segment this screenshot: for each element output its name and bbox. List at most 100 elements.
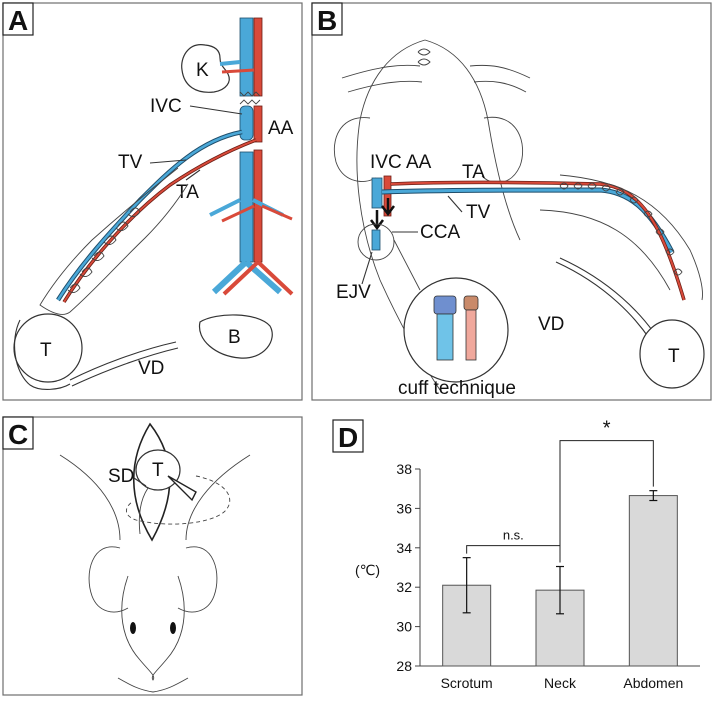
- y-tick-label: 32: [396, 579, 412, 595]
- renal-vein: [219, 60, 241, 66]
- ivc-stub: [239, 105, 254, 141]
- mouse-head-right: [424, 39, 521, 241]
- label-tv-b: TV: [466, 202, 491, 223]
- fat-pad: [39, 167, 189, 315]
- eye-right-c: [170, 622, 176, 634]
- ivc-leader: [189, 105, 243, 115]
- cuff-vein: [433, 295, 457, 315]
- nose: [417, 48, 431, 66]
- significance-bracket: [559, 440, 654, 563]
- upper-vein: [239, 17, 254, 97]
- aa-b: [383, 175, 392, 217]
- label-aa: AA: [268, 118, 294, 139]
- ivc-b: [371, 177, 383, 209]
- label-ta: TA: [176, 182, 199, 203]
- panel-c: C T SD: [2, 416, 303, 696]
- tv-b-leader: [447, 195, 463, 213]
- panel-d-badge: D: [338, 422, 358, 453]
- eye-left-c: [130, 622, 136, 634]
- fat-pad-b: [539, 174, 703, 301]
- label-ivc-b: IVC: [370, 152, 402, 173]
- label-t-b: T: [668, 346, 680, 367]
- ear-left-b: [333, 117, 377, 182]
- label-b: B: [228, 327, 241, 348]
- ta-b-fill: [390, 181, 685, 301]
- label-t-c: T: [152, 460, 164, 481]
- label-vd-a: VD: [138, 358, 164, 379]
- neck-circle: [357, 223, 395, 261]
- category-label: Neck: [544, 675, 577, 691]
- label-tv: TV: [118, 152, 143, 173]
- vas-deferens-a: [69, 341, 179, 387]
- label-aa-b: AA: [406, 152, 432, 173]
- ligature-mid: [239, 99, 261, 105]
- ejv-stub: [371, 229, 381, 251]
- arrow-c: [167, 475, 197, 502]
- cord-c: [138, 487, 149, 535]
- category-label: Abdomen: [623, 675, 683, 691]
- testis-c: [135, 449, 181, 491]
- cuff-artery-body: [465, 309, 477, 361]
- mouse-body-c: [59, 454, 251, 541]
- bar: [442, 584, 492, 667]
- panel-c-badge: C: [8, 419, 28, 450]
- significance-label: n.s.: [503, 528, 524, 543]
- ejv-leader: [361, 251, 373, 285]
- side-branch-artery: [221, 204, 293, 223]
- whiskers-c: [117, 677, 189, 693]
- ligature-upper: [239, 91, 261, 97]
- cuff-artery: [463, 295, 479, 311]
- label-ivc: IVC: [150, 96, 182, 117]
- ear-right-c: [177, 546, 218, 613]
- label-cca: CCA: [420, 222, 460, 243]
- tv-leader: [149, 159, 187, 164]
- panel-d-badge-box: [332, 419, 364, 453]
- panel-b: B IVC AA TA TV CCA EJV: [311, 2, 712, 401]
- arrow-aa: [381, 198, 395, 217]
- testicular-vein-fill: [56, 130, 243, 301]
- iliac-artery: [222, 260, 294, 296]
- zoom-leader: [393, 239, 421, 291]
- significance-label: *: [603, 418, 611, 440]
- testis-b: [639, 319, 705, 389]
- y-tick-label: 38: [396, 461, 412, 477]
- aa-stub: [253, 105, 263, 143]
- panel-b-badge-box: [311, 2, 343, 36]
- label-vd-b: VD: [538, 314, 564, 335]
- pampiniform-coil: [67, 207, 141, 293]
- label-sd: SD: [108, 466, 134, 487]
- bar: [628, 495, 678, 667]
- y-axis-label: (℃): [355, 562, 380, 578]
- significance-bracket: [466, 545, 561, 563]
- bladder: [198, 314, 273, 359]
- panel-a-badge: A: [8, 5, 28, 36]
- arrow-ivc: [370, 210, 384, 231]
- label-ta-b: TA: [462, 162, 485, 183]
- caption-cuff: cuff technique: [398, 378, 516, 399]
- cuff-vein-body: [436, 313, 454, 361]
- label-k: K: [196, 60, 209, 81]
- head-c: [121, 575, 185, 681]
- y-tick-label: 36: [396, 500, 412, 516]
- y-tick-label: 34: [396, 540, 412, 556]
- kidney-shape: [181, 44, 230, 93]
- upper-artery: [253, 17, 263, 97]
- panel-a: A K IVC AA TV TA: [2, 2, 303, 401]
- renal-artery: [221, 68, 255, 74]
- ta-leader: [185, 169, 201, 181]
- ear-left-c: [88, 546, 129, 613]
- panel-c-badge-box: [2, 416, 34, 450]
- whiskers: [341, 64, 531, 93]
- sd-leader: [133, 477, 147, 487]
- epididymis-a: [14, 319, 71, 390]
- panel-a-badge-box: [2, 2, 34, 36]
- panel-b-badge: B: [317, 5, 337, 36]
- y-tick-label: 30: [396, 619, 412, 635]
- label-ejv: EJV: [336, 282, 371, 303]
- label-t-a: T: [40, 340, 52, 361]
- y-tick-label: 28: [396, 658, 412, 674]
- coil-b: [559, 182, 683, 276]
